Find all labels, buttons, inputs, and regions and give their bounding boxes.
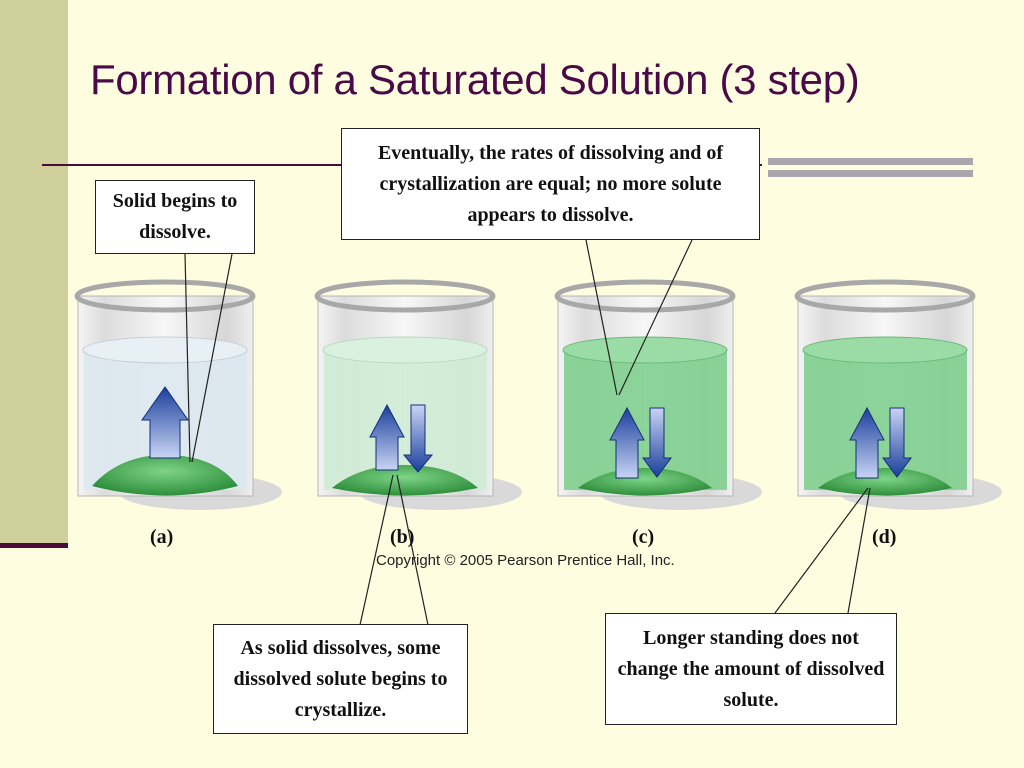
arrow-down-c [642, 407, 672, 478]
beaker-label-d: (d) [872, 526, 897, 548]
gray-decor-bars [768, 158, 973, 180]
callout-b: As solid dissolves, some dissolved solut… [213, 624, 468, 734]
beaker-label-a: (a) [150, 526, 174, 548]
arrow-up-c [609, 406, 645, 479]
slide-title: Formation of a Saturated Solution (3 ste… [90, 56, 860, 103]
beaker-b [314, 279, 522, 510]
beaker-c [554, 279, 762, 510]
left-decor-line [0, 543, 68, 548]
beaker-d [794, 279, 1002, 510]
arrow-up-d [849, 406, 885, 479]
arrow-down-d [882, 407, 912, 478]
solid-a [92, 455, 238, 496]
solid-d [818, 468, 952, 496]
liquid-d [804, 342, 967, 490]
solid-b [332, 465, 478, 496]
arrow-up-a [141, 386, 189, 459]
callout-a: Solid begins to dissolve. [95, 180, 255, 254]
beaker-label-c: (c) [632, 526, 655, 548]
leader-lines [184, 239, 871, 626]
arrow-down-b [402, 404, 434, 473]
liquid-c [564, 342, 727, 490]
beaker-a [74, 279, 282, 510]
copyright-text: Copyright © 2005 Pearson Prentice Hall, … [376, 552, 675, 569]
arrow-up-b [369, 403, 405, 471]
beaker-label-b: (b) [390, 526, 415, 548]
liquid-b [324, 342, 487, 490]
solid-c [578, 468, 712, 496]
left-decor-bar [0, 0, 68, 548]
callout-d: Longer standing does not change the amou… [605, 613, 897, 725]
callout-c: Eventually, the rates of dissolving and … [341, 128, 760, 240]
